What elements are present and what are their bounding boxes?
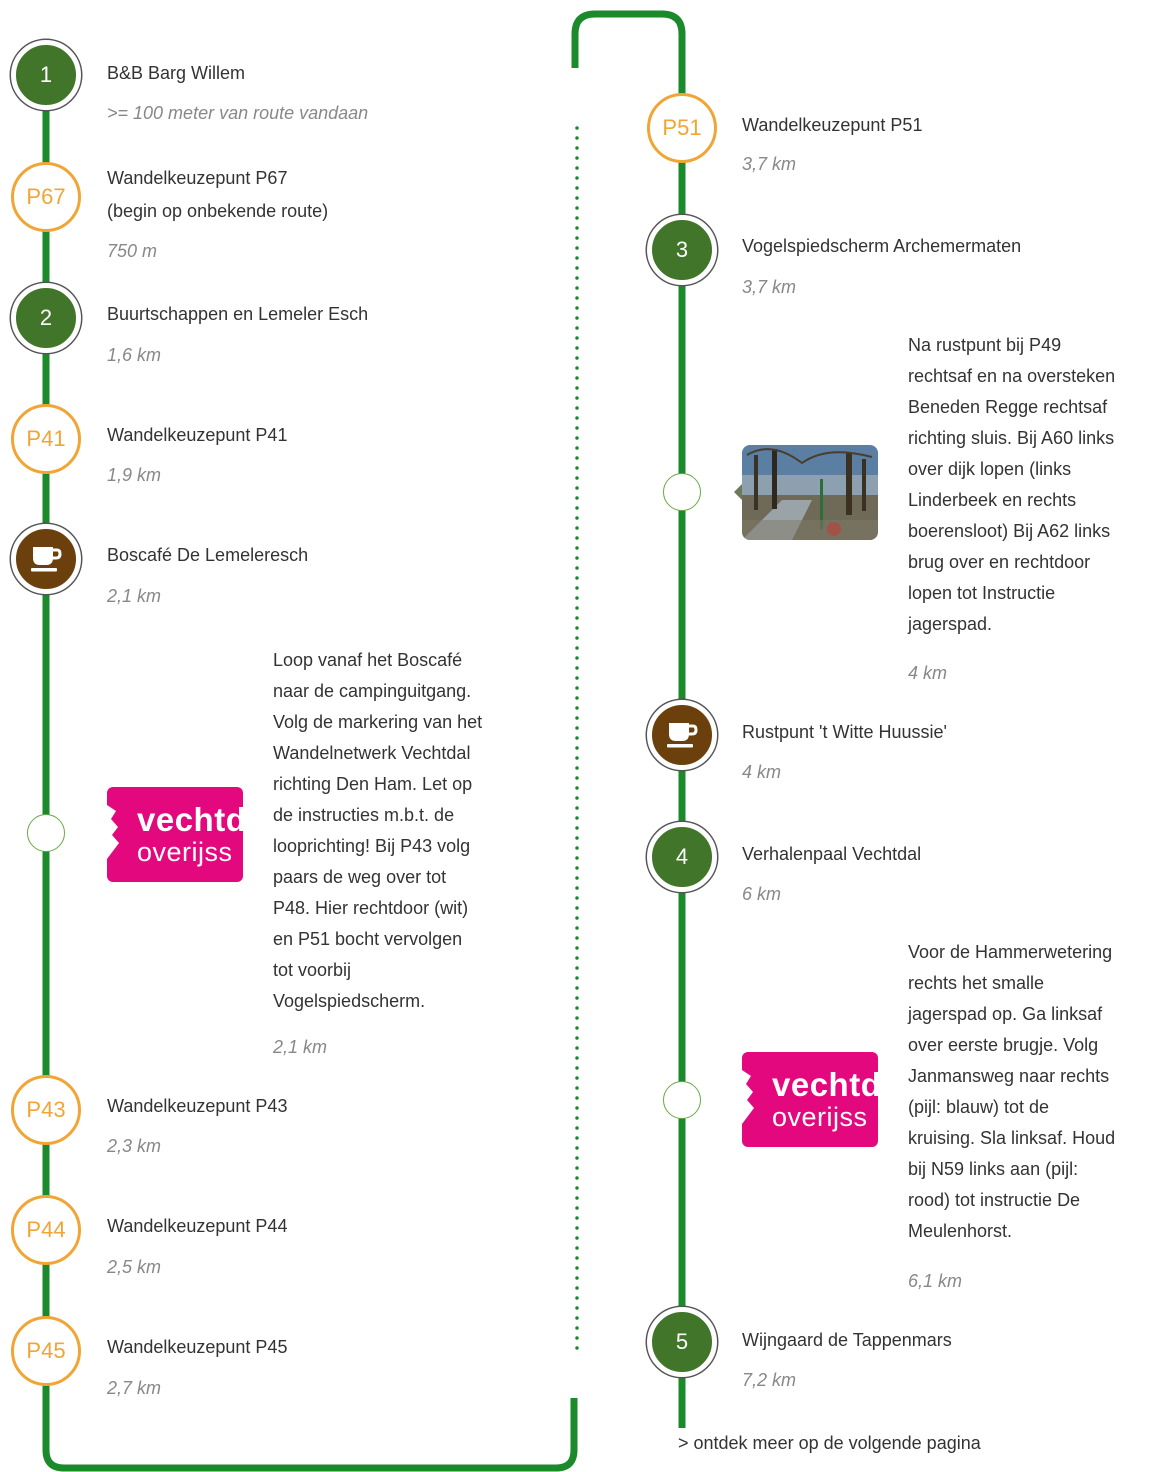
walkpoint-marker-p41[interactable]: P41: [11, 404, 81, 474]
logo-text-line1: vechtd: [137, 801, 243, 838]
walkpoint-marker-p51[interactable]: P51: [647, 93, 717, 163]
logo-text-line2: overijss: [772, 1102, 868, 1132]
walkpoint-marker-p44[interactable]: P44: [11, 1195, 81, 1265]
stop-distance: 4 km: [742, 762, 782, 782]
logo-notch: [742, 1070, 754, 1124]
stop-title: Boscafé De Lemeleresch: [107, 545, 309, 565]
instruction-distance: 2,1 km: [273, 1037, 328, 1057]
stop-marker-4[interactable]: 4: [647, 822, 717, 892]
instruction-distance: 4 km: [908, 663, 948, 683]
coffee-cup-icon: [31, 547, 62, 572]
instruction-line: en P51 bocht vervolgen: [273, 929, 463, 949]
stop-distance: 3,7 km: [742, 154, 797, 174]
cafe-marker[interactable]: [647, 700, 717, 770]
stop-marker-1[interactable]: 1: [11, 40, 81, 110]
instruction-text: Na rustpunt bij P49 rechtsaf en na overst…: [908, 330, 1115, 640]
stop-marker-3[interactable]: 3: [647, 215, 717, 285]
instruction-line: rechts het smalle: [908, 973, 1045, 993]
stop-distance: 2,5 km: [107, 1257, 162, 1277]
stop-title: Wandelkeuzepunt P44: [107, 1216, 288, 1236]
stop-title: Buurtschappen en Lemeler Esch: [107, 304, 369, 324]
instruction-line: rechtsaf en na oversteken: [908, 366, 1116, 386]
stop-title: Vogelspiedscherm Archemermaten: [742, 236, 1022, 256]
stop-title: Wandelkeuzepunt P43: [107, 1096, 288, 1116]
instruction-marker[interactable]: [663, 473, 701, 511]
instruction-line: jagerspad.: [908, 614, 993, 634]
instruction-line: (pijl: blauw) tot de: [908, 1097, 1050, 1117]
instruction-line: richting sluis. Bij A60 links: [908, 428, 1115, 448]
stop-title: Wijngaard de Tappenmars: [742, 1330, 952, 1350]
stop-distance: 3,7 km: [742, 277, 797, 297]
route-connector-top: [571, 10, 686, 128]
trail-photo-image: [742, 445, 878, 540]
instruction-line: over dijk lopen (links: [908, 459, 1072, 479]
vechtdal-logo: vechtd overijss: [742, 1052, 878, 1147]
stop-subtitle: (begin op onbekende route): [107, 201, 329, 221]
instruction-line: tot voorbij: [273, 960, 352, 980]
stop-title: B&B Barg Willem: [107, 63, 246, 83]
coffee-cup-icon: [667, 723, 698, 748]
instruction-line: P48. Hier rechtdoor (wit): [273, 898, 469, 918]
stop-distance: 1,9 km: [107, 465, 162, 485]
instruction-text: Loop vanaf het Boscafé naar de campinguit…: [273, 645, 482, 1017]
instruction-line: Na rustpunt bij P49: [908, 335, 1062, 355]
instruction-line: naar de campinguitgang.: [273, 681, 472, 701]
instruction-line: rood) tot instructie De: [908, 1190, 1081, 1210]
stop-distance: 2,1 km: [107, 586, 162, 606]
instruction-marker[interactable]: [663, 1081, 701, 1119]
instruction-line: paars de weg over tot: [273, 867, 447, 887]
stop-marker-2[interactable]: 2: [11, 283, 81, 353]
instruction-line: Beneden Regge rechtsaf: [908, 397, 1108, 417]
walkpoint-marker-p43[interactable]: P43: [11, 1075, 81, 1145]
vechtdal-logo: vechtd overijss: [107, 787, 243, 882]
instruction-line: Loop vanaf het Boscafé: [273, 650, 463, 670]
instruction-line: Janmansweg naar rechts: [908, 1066, 1110, 1086]
next-page-link[interactable]: > ontdek meer op de volgende pagina: [678, 1433, 981, 1453]
instruction-line: Meulenhorst.: [908, 1221, 1013, 1241]
instruction-line: brug over en rechtdoor: [908, 552, 1091, 572]
instruction-line: richting Den Ham. Let op: [273, 774, 473, 794]
stop-title: Rustpunt 't Witte Huussie': [742, 722, 947, 742]
route-connector-bottom: [42, 1398, 578, 1472]
instruction-text: Voor de Hammerwetering rechts het smalle j…: [908, 937, 1115, 1247]
instruction-line: over eerste brugje. Volg: [908, 1035, 1099, 1055]
stop-distance: >= 100 meter van route vandaan: [107, 103, 369, 123]
instruction-line: looprichting! Bij P43 volg: [273, 836, 471, 856]
logo-text-line2: overijss: [137, 837, 233, 867]
stop-distance: 750 m: [107, 241, 158, 261]
logo-notch: [107, 805, 119, 859]
stop-distance: 2,7 km: [107, 1378, 162, 1398]
instruction-line: boerensloot) Bij A62 links: [908, 521, 1111, 541]
instruction-line: Wandelnetwerk Vechtdal: [273, 743, 471, 763]
stop-distance: 6 km: [742, 884, 782, 904]
photo-pointer: [734, 482, 744, 502]
stop-title: Wandelkeuzepunt P51: [742, 115, 923, 135]
instruction-line: bij N59 links aan (pijl:: [908, 1159, 1079, 1179]
instruction-line: jagerspad op. Ga linksaf: [908, 1004, 1103, 1024]
instruction-distance: 6,1 km: [908, 1271, 963, 1291]
instruction-line: Volg de markering van het: [273, 712, 483, 732]
stop-title: Wandelkeuzepunt P45: [107, 1337, 288, 1357]
instruction-line: de instructies m.b.t. de: [273, 805, 455, 825]
instruction-line: Linderbeek en rechts: [908, 490, 1077, 510]
stop-distance: 2,3 km: [107, 1136, 162, 1156]
trail-photo[interactable]: [742, 445, 878, 540]
instruction-line: kruising. Sla linksaf. Houd: [908, 1128, 1116, 1148]
stop-title: Wandelkeuzepunt P67: [107, 168, 288, 188]
walkpoint-marker-p45[interactable]: P45: [11, 1316, 81, 1386]
stop-title: Verhalenpaal Vechtdal: [742, 844, 922, 864]
stop-marker-5[interactable]: 5: [647, 1307, 717, 1377]
instruction-marker[interactable]: [27, 814, 65, 852]
walkpoint-marker-p67[interactable]: P67: [11, 162, 81, 232]
stop-distance: 1,6 km: [107, 345, 162, 365]
logo-text-line1: vechtd: [772, 1066, 878, 1103]
stop-title: Wandelkeuzepunt P41: [107, 425, 288, 445]
stop-distance: 7,2 km: [742, 1370, 797, 1390]
instruction-line: Voor de Hammerwetering: [908, 942, 1113, 962]
instruction-line: lopen tot Instructie: [908, 583, 1056, 603]
cafe-marker[interactable]: [11, 524, 81, 594]
instruction-line: Vogelspiedscherm.: [273, 991, 426, 1011]
